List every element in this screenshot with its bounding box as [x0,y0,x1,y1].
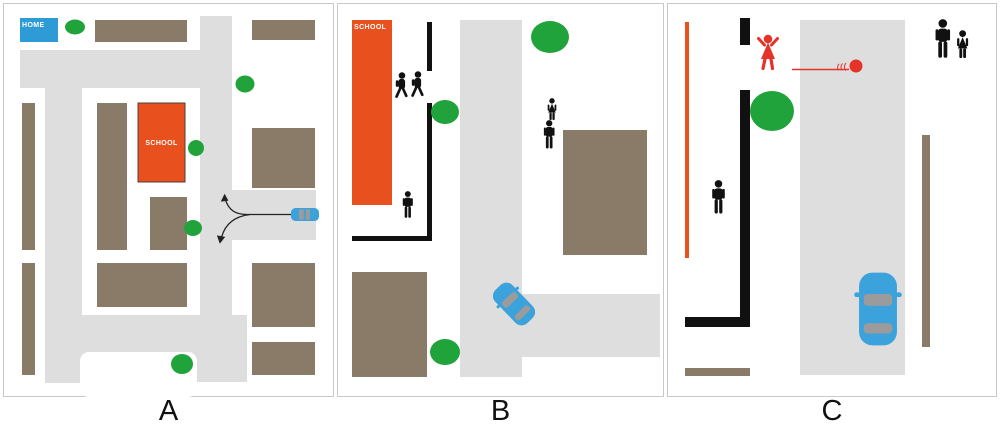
building [97,263,187,307]
tree-icon [531,21,569,53]
tree-icon [184,220,202,236]
panel-a-caption: A [3,395,334,429]
caption-label: C [821,395,843,427]
scene-a-svg: HOME SCHOOL [3,3,334,397]
arrow-up-icon [220,193,229,202]
tree-icon [430,339,460,365]
school-building-b: SCHOOL [352,20,392,205]
panel-a: HOME SCHOOL [3,3,334,402]
building [563,130,647,255]
fence-strip [685,368,750,376]
caption-label: A [158,395,179,427]
building [352,272,427,377]
black-wall-c [685,18,750,327]
tree-icon [171,354,193,374]
caption-label: B [490,395,511,427]
tree-icon [65,19,85,35]
fence-segment [427,103,432,240]
building [22,263,35,375]
school-building-a: SCHOOL [137,102,186,183]
panel-b-caption: B [337,395,664,429]
ball-icon [849,59,863,73]
brown-strips-c [685,135,930,376]
home-sign: HOME [20,18,58,42]
tree-icon [750,91,794,131]
wall-segment [685,317,750,327]
wall-segment [740,90,750,327]
roads-a [20,16,316,397]
school-label-b: SCHOOL [354,24,387,31]
buildings-a [22,20,315,375]
panel-c-caption: C [667,395,997,429]
scene-b-svg: SCHOOL [337,3,664,397]
building [252,128,315,188]
scene-c-svg [667,3,997,397]
fence-b [352,22,432,241]
home-label: HOME [22,22,45,29]
fence-segment [352,236,432,241]
buildings-b [352,130,647,377]
building [97,103,127,250]
car-icon [291,208,319,221]
tree-icon [188,140,204,156]
building [22,103,35,250]
car-icon [854,272,902,346]
wall-segment [740,18,750,45]
orange-fence-line [685,22,689,258]
building [252,342,315,375]
ball-chase [756,33,863,73]
tree-icon [235,75,255,93]
school-label-a: SCHOOL [145,140,178,147]
building [252,263,315,327]
route-arrows [216,193,291,244]
panel-b: SCHOOL [337,3,664,402]
panel-c [667,3,997,402]
building [252,20,315,40]
fence-strip [922,135,930,347]
trees-a [65,19,255,374]
tree-icon [431,100,459,124]
fence-segment [427,22,432,71]
building [95,20,187,42]
arrow-down-icon [216,235,226,244]
trees-b [430,21,569,365]
building [150,197,187,250]
